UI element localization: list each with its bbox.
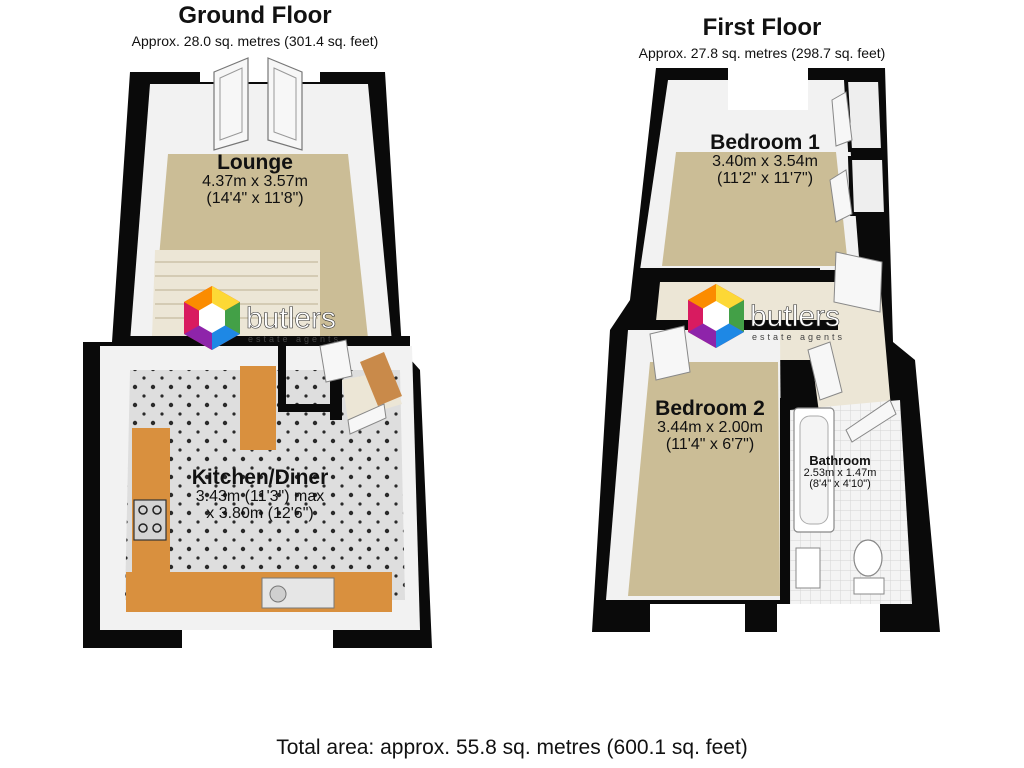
bathroom-fixtures [793,407,885,595]
lounge-label: Lounge 4.37m x 3.57m (14'4" x 11'8") [175,151,335,208]
bedroom1-window-recess [728,68,808,110]
french-doors [213,57,303,151]
landing-wall [640,268,820,278]
ground-floor-area: Approx. 28.0 sq. metres (301.4 sq. feet) [131,33,379,49]
bedroom1-floor [662,152,848,266]
butlers-tagline-first: estate agents [752,332,845,342]
lounge-dims: 4.37m x 3.57m [202,173,308,191]
ground-internal-doors [319,339,387,435]
first-floor-area: Approx. 27.8 sq. metres (298.7 sq. feet) [638,45,886,61]
bedroom2-doors [649,325,691,381]
butlers-wordmark-first: butlers [750,300,840,333]
bathroom-dims-imperial: (8'4" x 4'10") [809,478,871,491]
bedroom2-dims-imperial: (11'4" x 6'7") [665,435,755,453]
ground-floor-plan [83,57,432,648]
butlers-logo-ground [184,286,240,350]
bedroom1-label: Bedroom 1 3.40m x 3.54m (11'2" x 11'7") [685,131,845,188]
landing-door-2 [807,341,843,401]
butlers-tagline-ground: estate agents [248,334,341,344]
bedroom1-dims-imperial: (11'2" x 11'7") [716,169,814,187]
butlers-wordmark-ground: butlers [246,302,336,335]
bedroom2-floor [628,362,780,596]
bedroom2-dims: 3.44m x 2.00m [657,419,763,437]
kitchen-label: Kitchen/Diner 3.43m (11'3") max x 3.80m … [170,466,350,523]
kitchen-dims-2: x 3.80m (12'6") [206,504,314,522]
kitchen-worktops [126,366,392,612]
kitchen-name: Kitchen/Diner [191,466,329,489]
first-floor-title: First Floor [702,14,822,41]
bathroom-divider-wall [780,398,790,604]
bedroom1-name: Bedroom 1 [710,131,820,154]
lounge-kitchen-divider-wall [120,336,410,346]
lounge-dims-imperial: (14'4" x 11'8") [206,189,304,207]
bathroom-name: Bathroom [809,453,871,468]
built-in-cupboards [829,78,889,223]
ground-floor-title: Ground Floor [178,2,332,29]
butlers-logo-first [688,284,744,348]
landing-door [833,251,883,313]
kitchen-dims: 3.43m (11'3") max [195,488,325,506]
bedroom1-dims: 3.40m x 3.54m [712,153,818,171]
bedroom2-label: Bedroom 2 3.44m x 2.00m (11'4" x 6'7") [630,397,790,454]
total-area: Total area: approx. 55.8 sq. metres (600… [276,736,748,759]
bathroom-label: Bathroom 2.53m x 1.47m (8'4" x 4'10") [790,454,890,491]
kitchen-floor [125,370,405,600]
bathroom-dims: 2.53m x 1.47m [803,466,877,479]
bathroom-door [845,399,897,443]
bedroom2-name: Bedroom 2 [655,397,765,420]
lounge-name: Lounge [217,151,293,174]
